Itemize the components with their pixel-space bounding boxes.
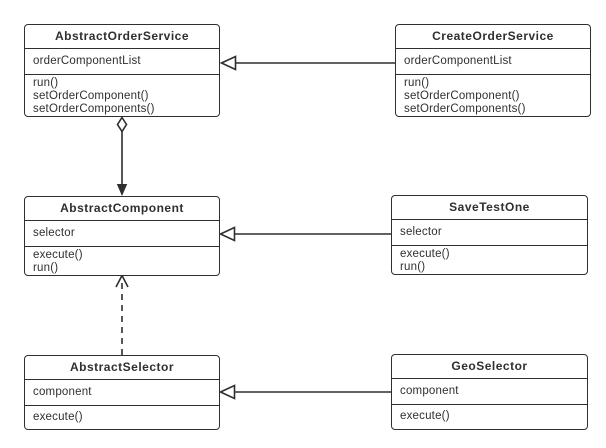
dependency-arrow-abstractselector-to-abstractcomponent [115,273,129,355]
attribute: orderComponentList [33,55,141,67]
class-geo-selector: GeoSelector component execute() [391,354,588,430]
attribute: component [33,386,92,398]
filled-arrowhead [116,184,128,196]
aggregation-arrow-abstractorderservice-to-abstractcomponent [116,116,128,196]
attribute: orderComponentList [404,55,512,67]
class-abstract-component: AbstractComponent selector execute() run… [24,196,220,276]
hollow-triangle-arrowhead [218,384,236,400]
attributes-compartment: component [392,379,587,405]
method: execute() [33,411,83,423]
method: setOrderComponent() [33,90,149,102]
generalization-arrow-createorderservice-to-abstractorderservice [219,55,395,71]
methods-compartment: execute() [392,405,587,423]
class-name: AbstractComponent [25,197,219,221]
generalization-arrow-savetestone-to-abstractcomponent [218,226,391,242]
attribute: selector [400,226,442,238]
method: run() [33,77,59,89]
method: run() [400,261,426,273]
class-name: AbstractOrderService [25,25,219,49]
methods-compartment: execute() [25,406,219,424]
class-save-test-one: SaveTestOne selector execute() run() [391,195,588,275]
class-name: AbstractSelector [25,356,219,380]
attributes-compartment: selector [25,221,219,247]
methods-compartment: execute() run() [25,247,219,275]
class-abstract-selector: AbstractSelector component execute() [24,355,220,430]
methods-compartment: execute() run() [392,246,587,274]
method: run() [404,77,430,89]
attributes-compartment: component [25,380,219,406]
class-name: CreateOrderService [396,25,590,49]
methods-compartment: run() setOrderComponent() setOrderCompon… [25,75,219,116]
hollow-diamond [116,116,128,133]
class-name: GeoSelector [392,355,587,379]
class-create-order-service: CreateOrderService orderComponentList ru… [395,24,591,117]
generalization-arrow-geoselector-to-abstractselector [218,384,391,400]
method: run() [33,262,59,274]
hollow-triangle-arrowhead [219,55,237,71]
method: setOrderComponent() [404,90,520,102]
class-name: SaveTestOne [392,196,587,220]
method: setOrderComponents() [404,103,526,115]
method: setOrderComponents() [33,103,155,115]
attributes-compartment: selector [392,220,587,246]
class-abstract-order-service: AbstractOrderService orderComponentList … [24,24,220,117]
attribute: component [400,385,459,397]
attribute: selector [33,227,75,239]
attributes-compartment: orderComponentList [396,49,590,75]
attributes-compartment: orderComponentList [25,49,219,75]
hollow-triangle-arrowhead [218,226,236,242]
methods-compartment: run() setOrderComponent() setOrderCompon… [396,75,590,116]
method: execute() [400,410,450,422]
method: execute() [33,249,83,261]
method: execute() [400,248,450,260]
